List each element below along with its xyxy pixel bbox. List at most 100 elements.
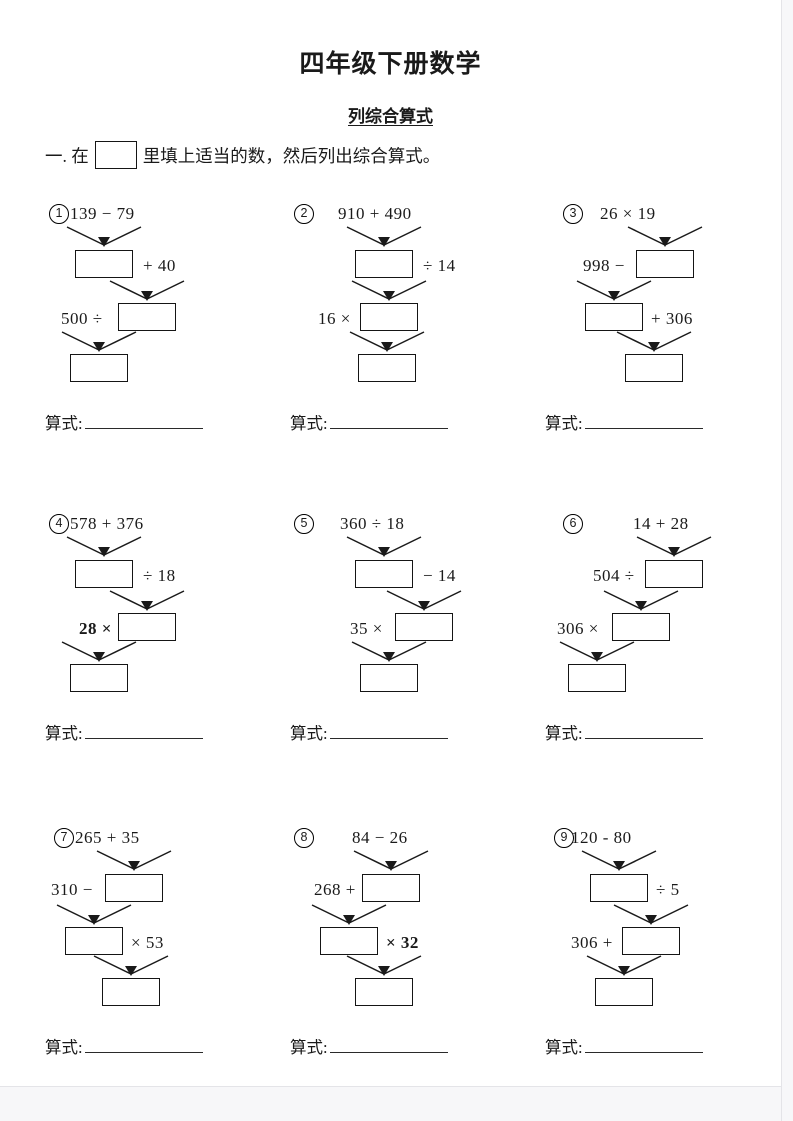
problem-7: 7 265 + 35 310 − × 53 算式: (45, 824, 285, 1069)
answer-label: 算式: (290, 724, 328, 743)
right-operand-label: ÷ 5 (656, 880, 680, 899)
v-arrow-icon (311, 904, 387, 926)
right-operand-label: ÷ 14 (423, 256, 456, 275)
v-arrow-icon (586, 955, 662, 977)
final-result-box (102, 978, 160, 1006)
top-expression: 84 − 26 (352, 828, 408, 847)
problem-number-badge: 3 (563, 204, 583, 224)
v-arrow-icon (616, 331, 692, 353)
v-arrow-icon (353, 850, 429, 872)
answer-blank-line (84, 415, 203, 429)
blank-result-box (590, 874, 648, 902)
blank-result-box (395, 613, 453, 641)
page-title: 四年级下册数学 (299, 51, 482, 78)
left-operand-label: 16 × (318, 309, 351, 328)
blank-result-box (75, 250, 133, 278)
instruction-suffix: 里填上适当的数，然后列出综合算式。 (142, 145, 441, 166)
v-arrow-icon (349, 331, 425, 353)
problem-number-badge: 1 (49, 204, 69, 224)
answer-label: 算式: (45, 724, 83, 743)
answer-blank-line (584, 725, 703, 739)
answer-blank-line (584, 415, 703, 429)
v-arrow-icon (386, 590, 462, 612)
left-operand-label: 310 − (51, 880, 93, 899)
blank-result-box (360, 303, 418, 331)
v-arrow-icon (627, 226, 703, 248)
top-expression: 578 + 376 (70, 514, 144, 533)
right-operand-label: × 32 (386, 933, 419, 952)
answer-blank-line (329, 725, 448, 739)
v-arrow-icon (346, 226, 422, 248)
v-arrow-icon (351, 280, 427, 302)
instruction-prefix: 一. 在 (45, 145, 89, 166)
left-operand-label: 998 − (583, 256, 625, 275)
blank-result-box (118, 613, 176, 641)
left-operand-label: 28 × (79, 619, 112, 638)
page-edge-bottom (0, 1086, 781, 1121)
v-arrow-icon (636, 536, 712, 558)
v-arrow-icon (559, 641, 635, 663)
problem-number-badge: 9 (554, 828, 574, 848)
final-result-box (595, 978, 653, 1006)
page-edge-right (781, 0, 793, 1121)
blank-result-box (362, 874, 420, 902)
answer-blank-line (329, 415, 448, 429)
answer-row: 算式: (45, 720, 203, 744)
problem-number-badge: 5 (294, 514, 314, 534)
problem-5: 5 360 ÷ 18 − 14 35 × 算式: (290, 510, 530, 755)
answer-row: 算式: (545, 720, 703, 744)
left-operand-label: 306 × (557, 619, 599, 638)
v-arrow-icon (613, 904, 689, 926)
v-arrow-icon (351, 641, 427, 663)
instruction-line: 一. 在 里填上适当的数，然后列出综合算式。 (45, 138, 440, 172)
v-arrow-icon (56, 904, 132, 926)
v-arrow-icon (61, 331, 137, 353)
blank-result-box (645, 560, 703, 588)
blank-result-box (105, 874, 163, 902)
blank-result-box (585, 303, 643, 331)
v-arrow-icon (581, 850, 657, 872)
left-operand-label: 306 + (571, 933, 613, 952)
left-operand-label: 500 ÷ (61, 309, 103, 328)
right-operand-label: ÷ 18 (143, 566, 176, 585)
problem-1: 1 139 − 79 + 40 500 ÷ 算式: (45, 200, 285, 445)
v-arrow-icon (93, 955, 169, 977)
final-result-box (70, 664, 128, 692)
blank-result-box (622, 927, 680, 955)
blank-result-box (612, 613, 670, 641)
answer-label: 算式: (290, 414, 328, 433)
blank-result-box (118, 303, 176, 331)
problem-6: 6 14 + 28 504 ÷ 306 × 算式: (545, 510, 785, 755)
answer-blank-line (84, 725, 203, 739)
right-operand-label: + 40 (143, 256, 176, 275)
left-operand-label: 504 ÷ (593, 566, 635, 585)
answer-label: 算式: (45, 414, 83, 433)
answer-label: 算式: (545, 414, 583, 433)
answer-label: 算式: (45, 1038, 83, 1057)
top-expression: 360 ÷ 18 (340, 514, 405, 533)
answer-row: 算式: (290, 1034, 448, 1058)
left-operand-label: 35 × (350, 619, 383, 638)
v-arrow-icon (109, 280, 185, 302)
final-result-box (568, 664, 626, 692)
blank-result-box (65, 927, 123, 955)
top-expression: 910 + 490 (338, 204, 412, 223)
top-expression: 14 + 28 (633, 514, 689, 533)
problem-number-badge: 8 (294, 828, 314, 848)
top-expression: 139 − 79 (70, 204, 135, 223)
answer-label: 算式: (290, 1038, 328, 1057)
v-arrow-icon (61, 641, 137, 663)
answer-row: 算式: (45, 1034, 203, 1058)
problem-9: 9 120 - 80 ÷ 5 306 + 算式: (545, 824, 785, 1069)
top-expression: 26 × 19 (600, 204, 656, 223)
right-operand-label: + 306 (651, 309, 693, 328)
right-operand-label: × 53 (131, 933, 164, 952)
final-result-box (360, 664, 418, 692)
answer-blank-line (84, 1039, 203, 1053)
v-arrow-icon (109, 590, 185, 612)
blank-box (94, 141, 137, 169)
blank-result-box (320, 927, 378, 955)
v-arrow-icon (66, 536, 142, 558)
top-expression: 120 - 80 (571, 828, 632, 847)
